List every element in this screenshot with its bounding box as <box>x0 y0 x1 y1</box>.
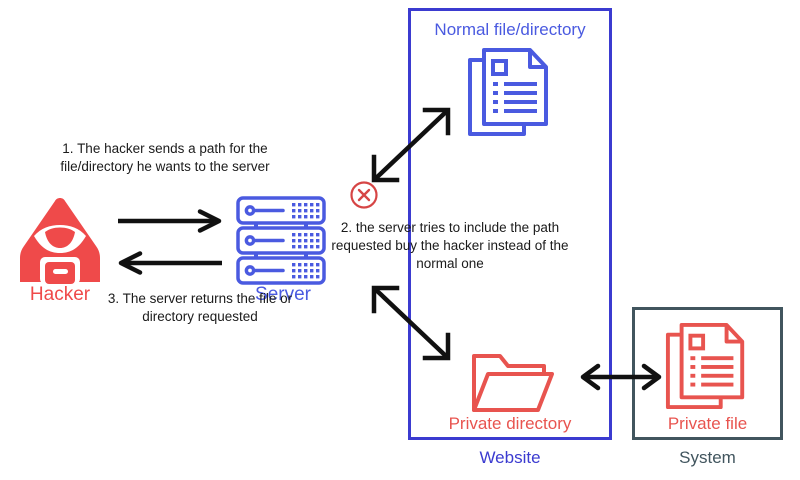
documents-icon <box>664 320 752 412</box>
step-2-text: 2. the server tries to include the path … <box>331 220 569 271</box>
arrow-server-to-normal-file <box>368 104 454 186</box>
server-label: Server <box>255 284 311 305</box>
server-rack-icon <box>234 196 332 285</box>
arrow-hacker-to-server <box>116 209 224 233</box>
step-3-text: 3. The server returns the file or direct… <box>107 291 293 324</box>
normal-file-label: Normal file/directory <box>434 20 586 39</box>
hacker-hood-icon <box>14 196 106 284</box>
arrow-server-to-private-directory <box>368 282 454 364</box>
arrow-private-directory-to-private-file <box>578 362 664 392</box>
documents-icon <box>466 46 556 138</box>
hacker-label: Hacker <box>29 284 91 305</box>
website-caption: Website <box>479 448 541 467</box>
website-container-box <box>408 8 612 440</box>
arrow-server-to-hacker <box>116 251 224 275</box>
private-directory-label: Private directory <box>448 414 572 433</box>
system-container-box <box>632 307 783 440</box>
system-caption: System <box>679 448 736 467</box>
circle-x-icon <box>349 180 379 210</box>
step-1-text: 1. The hacker sends a path for the file/… <box>60 141 270 174</box>
folder-open-icon <box>470 348 556 414</box>
private-file-label: Private file <box>667 414 748 433</box>
